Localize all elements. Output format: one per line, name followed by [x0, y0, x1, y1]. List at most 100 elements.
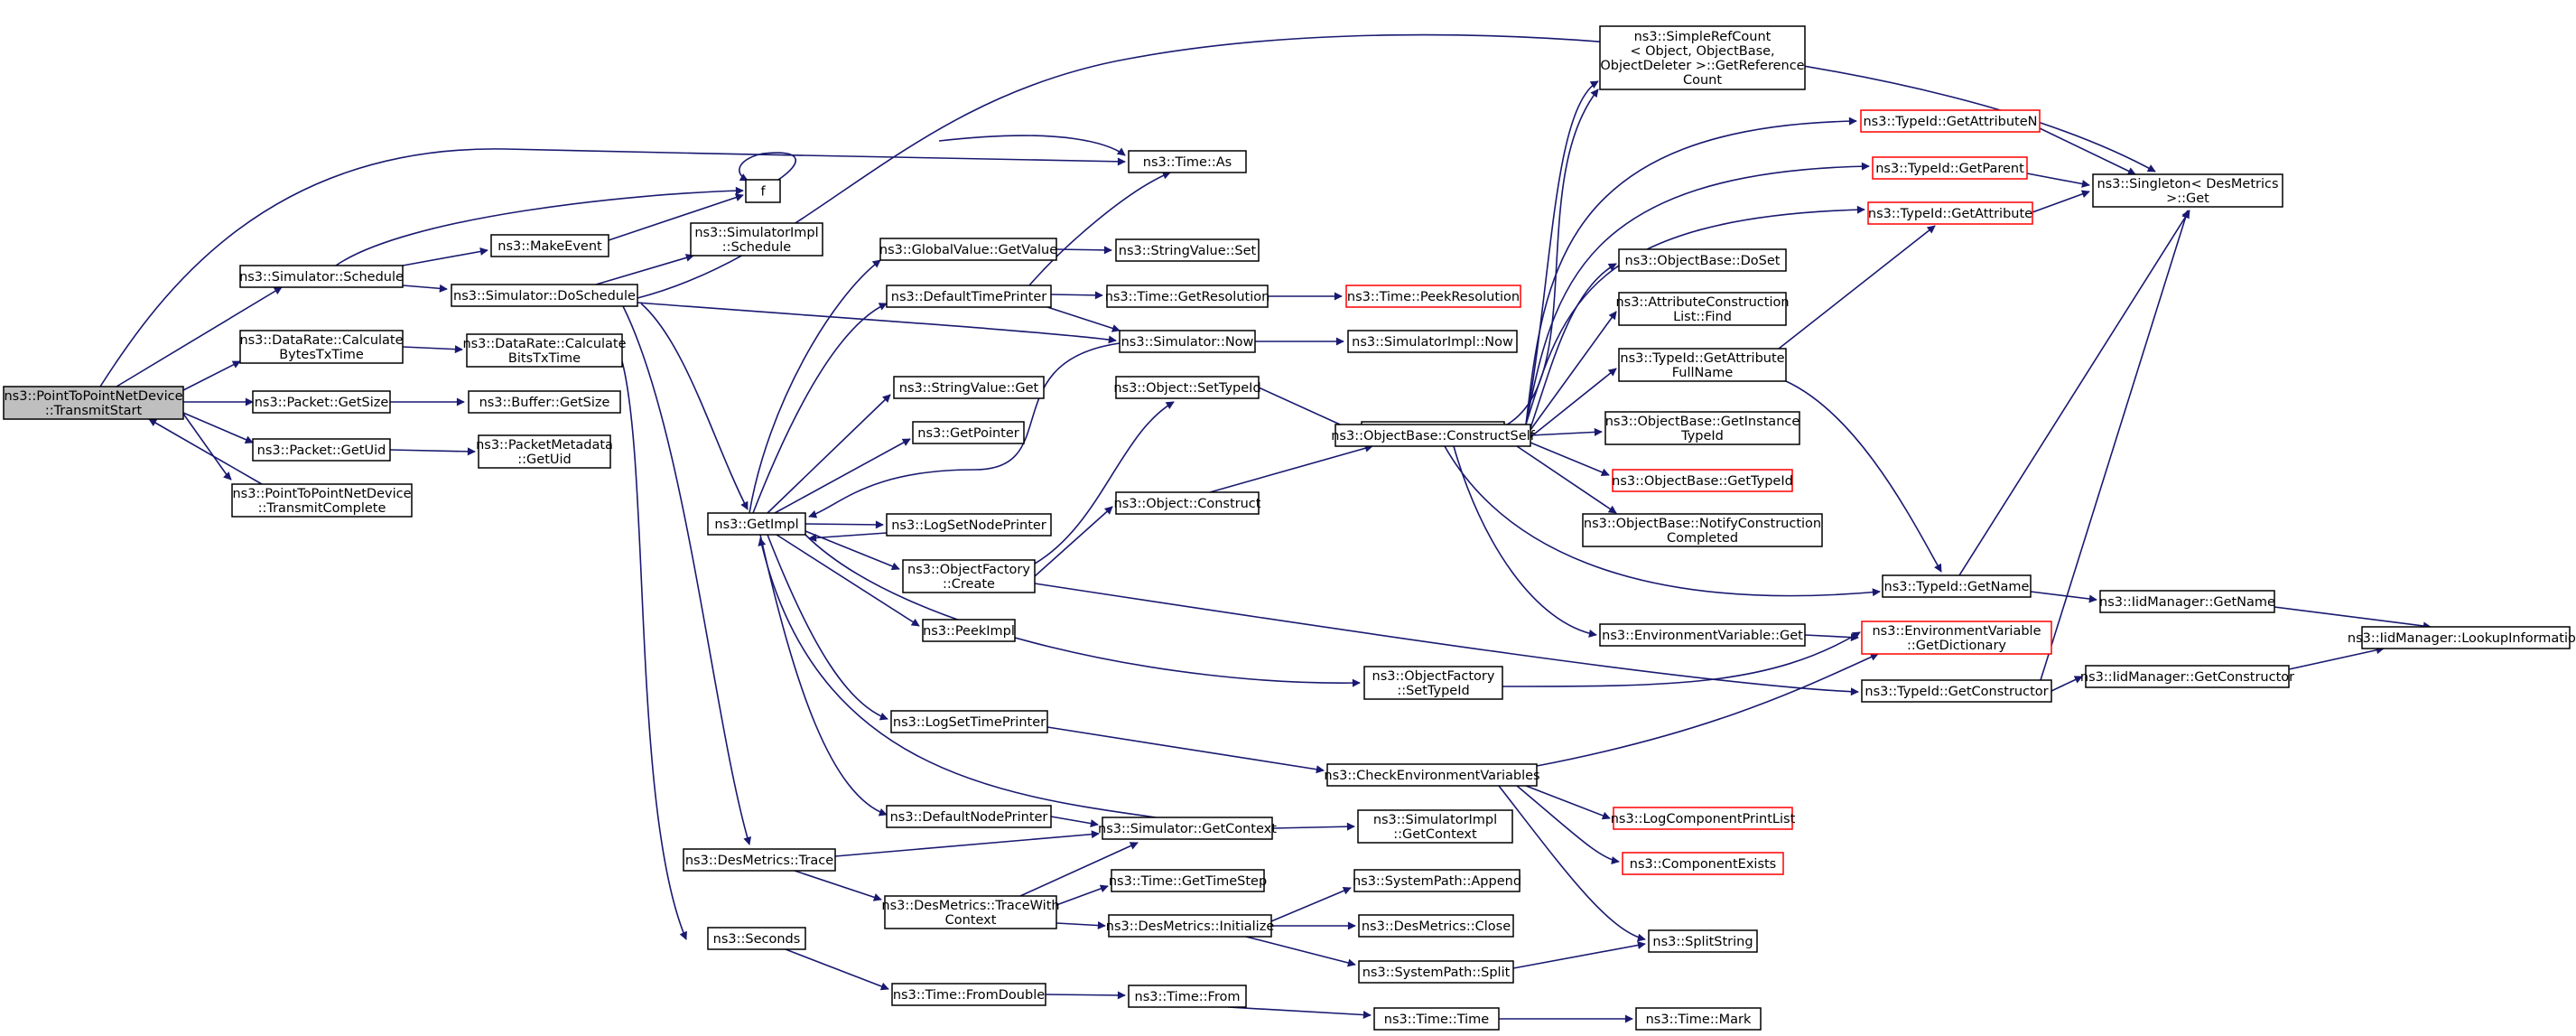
node-simimpl_schedule[interactable]: ns3::SimulatorImpl::Schedule [690, 222, 823, 257]
call-edge-ob_construct_self-to-env_get [1453, 445, 1597, 638]
node-dm_initialize[interactable]: ns3::DesMetrics::Initialize [1106, 914, 1275, 938]
node-time_getres[interactable]: ns3::Time::GetResolution [1105, 285, 1270, 308]
node-label: ns3::SystemPath::Append [1353, 874, 1521, 889]
node-sim_now[interactable]: ns3::Simulator::Now [1119, 330, 1256, 353]
node-root[interactable]: ns3::PointToPointNetDevice::TransmitStar… [3, 386, 184, 420]
node-box [1613, 807, 1793, 830]
node-dm_close[interactable]: ns3::DesMetrics::Close [1358, 914, 1514, 938]
node-box [1108, 914, 1272, 938]
node-do_schedule[interactable]: ns3::Simulator::DoSchedule [451, 284, 638, 307]
node-iid_lookup[interactable]: ns3::IidManager::LookupInformation [2348, 626, 2576, 649]
node-singleton_get[interactable]: ns3::Singleton< DesMetrics>::Get [2092, 173, 2283, 208]
node-time_as[interactable]: ns3::Time::As [1128, 150, 1247, 173]
node-tid_getparent[interactable]: ns3::TypeId::GetParent [1872, 156, 2028, 180]
call-edge-of_create-to-obj_settypeid [1034, 401, 1175, 565]
node-of_create[interactable]: ns3::ObjectFactory::Create [902, 559, 1036, 593]
node-log_set_node_printer[interactable]: ns3::LogSetNodePrinter [886, 513, 1052, 537]
node-default_time_printer[interactable]: ns3::DefaultTimePrinter [886, 285, 1052, 308]
node-split_string[interactable]: ns3::SplitString [1648, 929, 1758, 953]
node-tid_getattr[interactable]: ns3::TypeId::GetAttribute [1867, 201, 2033, 225]
node-box [886, 513, 1052, 537]
node-peek_impl[interactable]: ns3::PeekImpl [922, 619, 1016, 642]
call-edge-get_impl-to-log_set_node_printer [804, 520, 884, 529]
node-label: List::Find [1673, 310, 1732, 324]
call-edge-make_event-to-f [608, 193, 744, 241]
node-seconds[interactable]: ns3::Seconds [707, 927, 806, 950]
node-get_pointer[interactable]: ns3::GetPointer [912, 421, 1025, 444]
node-obj_settypeid[interactable]: ns3::Object::SetTypeId [1113, 376, 1261, 399]
node-box [1111, 869, 1265, 892]
node-time_from[interactable]: ns3::Time::From [1128, 985, 1247, 1008]
node-box [884, 895, 1057, 929]
node-time_gettimestep[interactable]: ns3::Time::GetTimeStep [1109, 869, 1267, 892]
node-ob_gettypeid[interactable]: ns3::ObjectBase::GetTypeId [1612, 469, 1793, 492]
node-pm_getuid[interactable]: ns3::PacketMetadata::GetUid [476, 434, 613, 469]
call-edge-transmit_complete-to-root [148, 418, 263, 485]
call-edge-seconds-to-time_fromdouble [785, 948, 889, 991]
node-box [902, 559, 1036, 593]
node-label: ns3::StringValue::Set [1119, 244, 1257, 258]
node-of_settypeid[interactable]: ns3::ObjectFactory::SetTypeId [1363, 666, 1503, 700]
node-dm_trace[interactable]: ns3::DesMetrics::Trace [683, 848, 836, 872]
node-obj_construct[interactable]: ns3::Object::Construct [1114, 491, 1261, 515]
node-check_env[interactable]: ns3::CheckEnvironmentVariables [1324, 763, 1540, 787]
node-time_mark[interactable]: ns3::Time::Mark [1635, 1007, 1762, 1031]
node-time_time[interactable]: ns3::Time::Time [1373, 1007, 1500, 1031]
node-label: ns3::Time::GetResolution [1105, 290, 1270, 304]
node-box [891, 983, 1046, 1006]
node-log_set_time_printer[interactable]: ns3::LogSetTimePrinter [890, 710, 1048, 733]
node-time_fromdouble[interactable]: ns3::Time::FromDouble [891, 983, 1046, 1006]
node-schedule[interactable]: ns3::Simulator::Schedule [239, 265, 404, 288]
node-pkt_getsize[interactable]: ns3::Packet::GetSize [252, 390, 391, 414]
node-ob_notify[interactable]: ns3::ObjectBase::NotifyConstructionCompl… [1582, 513, 1823, 547]
node-simimpl_getcontext[interactable]: ns3::SimulatorImpl::GetContext [1357, 809, 1513, 844]
node-tid_getattrn[interactable]: ns3::TypeId::GetAttributeN [1860, 109, 2041, 133]
call-edge-tid_getattr-to-singleton_get [2032, 190, 2090, 213]
node-tid_getname[interactable]: ns3::TypeId::GetName [1882, 574, 2032, 598]
node-make_event[interactable]: ns3::MakeEvent [490, 234, 609, 257]
node-comp_exists[interactable]: ns3::ComponentExists [1622, 852, 1784, 875]
node-box [690, 222, 823, 257]
node-pkt_getuid[interactable]: ns3::Packet::GetUid [252, 438, 391, 462]
node-gv_getvalue[interactable]: ns3::GlobalValue::GetValue [879, 238, 1057, 261]
node-buf_getsize[interactable]: ns3::Buffer::GetSize [468, 390, 621, 414]
node-label: ns3::Seconds [713, 932, 801, 947]
node-sv_set[interactable]: ns3::StringValue::Set [1115, 238, 1260, 262]
call-edge-get_impl-to-sv_get [767, 394, 891, 514]
node-box [890, 710, 1048, 733]
node-default_node_printer[interactable]: ns3::DefaultNodePrinter [886, 805, 1052, 828]
node-simimpl_now[interactable]: ns3::SimulatorImpl::Now [1347, 330, 1518, 353]
node-ob_construct_self[interactable]: ns3::ObjectBase::ConstructSelf [1331, 424, 1536, 447]
node-time_peekres[interactable]: ns3::Time::PeekResolution [1345, 285, 1521, 308]
node-iid_getconstructor[interactable]: ns3::IidManager::GetConstructor [2080, 665, 2294, 688]
node-sp_split[interactable]: ns3::SystemPath::Split [1358, 960, 1514, 984]
node-sp_append[interactable]: ns3::SystemPath::Append [1353, 869, 1521, 892]
node-transmit_complete[interactable]: ns3::PointToPointNetDevice::TransmitComp… [231, 483, 413, 518]
node-tid_getconstructor[interactable]: ns3::TypeId::GetConstructor [1861, 679, 2052, 703]
node-label: Completed [1667, 531, 1738, 546]
call-edge-tid_getattrn-to-singleton_get [2039, 127, 2136, 175]
node-label: ns3::TypeId::GetConstructor [1865, 685, 2048, 699]
node-label: ns3::IidManager::GetName [2099, 595, 2275, 610]
node-simple_ref_count[interactable]: ns3::SimpleRefCount< Object, ObjectBase,… [1599, 25, 1806, 90]
node-sim_getcontext[interactable]: ns3::Simulator::GetContext [1098, 817, 1277, 840]
node-env_get[interactable]: ns3::EnvironmentVariable::Get [1599, 623, 1806, 647]
node-sv_get[interactable]: ns3::StringValue::Get [893, 376, 1045, 399]
node-label: ns3::ObjectBase::DoSet [1625, 254, 1781, 268]
node-f[interactable]: f [745, 179, 781, 203]
node-iid_getname[interactable]: ns3::IidManager::GetName [2099, 590, 2275, 613]
node-label: ns3::TypeId::GetParent [1875, 162, 2024, 176]
call-edge-check_env-to-comp_exists [1516, 785, 1620, 865]
node-label: ns3::SimulatorImpl::Now [1352, 335, 1513, 350]
node-log_comp_printlist[interactable]: ns3::LogComponentPrintList [1611, 807, 1796, 830]
node-ob_doset[interactable]: ns3::ObjectBase::DoSet [1618, 248, 1787, 272]
node-get_impl[interactable]: ns3::GetImpl [707, 512, 806, 536]
call-edge-do_schedule-to-dm_trace [622, 305, 752, 845]
node-env_getdict[interactable]: ns3::EnvironmentVariable::GetDictionary [1861, 621, 2052, 655]
